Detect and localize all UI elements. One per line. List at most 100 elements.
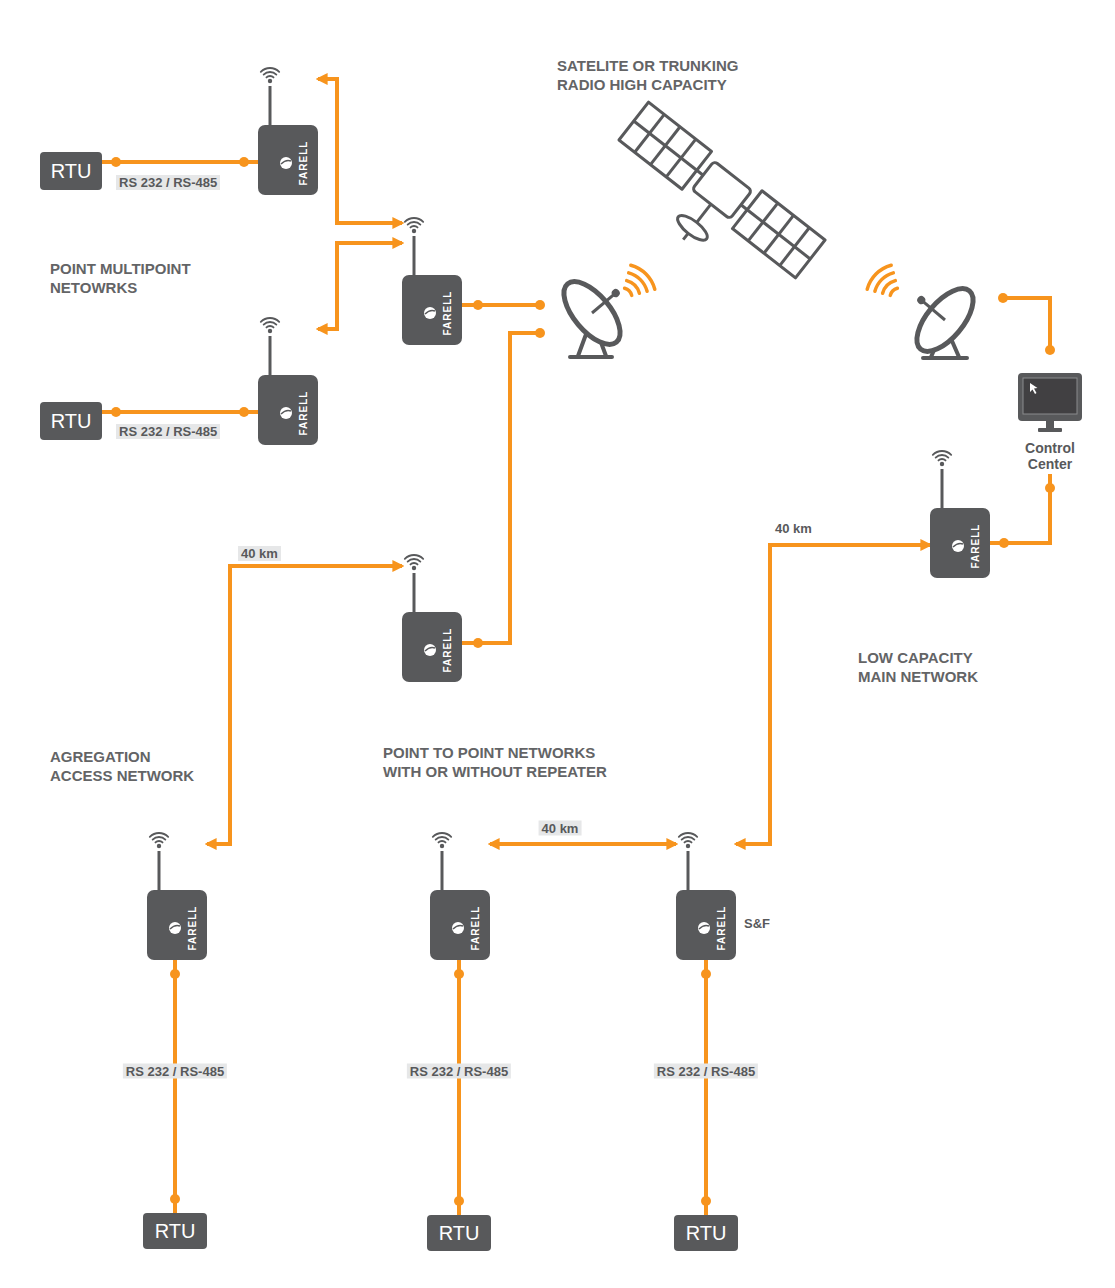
link-line xyxy=(704,960,708,1215)
brand-logo-swoosh xyxy=(425,647,435,651)
panel-heading: POINT TO POINT NETWORKS WITH OR WITHOUT … xyxy=(383,743,628,781)
panel-fill xyxy=(848,225,1115,635)
antenna xyxy=(413,236,416,277)
network-panel: LOW CAPACITY MAIN NETWORKControl CenterF… xyxy=(848,225,1115,635)
link-line xyxy=(318,243,402,329)
panel-fill xyxy=(370,810,800,1288)
radio-wave xyxy=(867,265,891,289)
radio-wave xyxy=(625,288,632,295)
wifi-arc xyxy=(264,72,277,75)
dish-feed-tip xyxy=(916,294,927,305)
connector-dot xyxy=(239,407,249,417)
dish-feed xyxy=(592,294,615,313)
link-label: 40 km xyxy=(539,821,582,836)
radio-body xyxy=(402,612,462,682)
connector-dot xyxy=(454,969,464,979)
satellite-body xyxy=(692,161,752,219)
rtu-box: RTU xyxy=(40,152,102,190)
radio-body xyxy=(676,890,736,960)
brand-logo-text: FARELL xyxy=(970,521,982,571)
link-label: 40 km xyxy=(238,546,281,561)
satellite-dish xyxy=(674,211,711,244)
brand-logo xyxy=(698,922,710,934)
brand-logo xyxy=(169,922,181,934)
connector-dot xyxy=(1045,483,1055,493)
link-line xyxy=(102,410,258,414)
link-line xyxy=(318,79,402,223)
wifi-arc xyxy=(933,451,951,455)
rtu-label: RTU xyxy=(155,1219,196,1243)
wifi-arc xyxy=(261,318,279,322)
monitor-screen xyxy=(1023,378,1077,414)
panel-heading: AGREGATION ACCESS NETWORK xyxy=(50,747,215,785)
brand-logo xyxy=(452,922,464,934)
wifi-dot xyxy=(940,462,944,466)
wire xyxy=(462,333,540,643)
wifi-arc xyxy=(936,455,949,458)
antenna xyxy=(269,86,272,127)
control-center: Control Center xyxy=(1010,370,1090,474)
link-line xyxy=(990,474,1050,543)
antenna xyxy=(441,851,444,892)
radio-body xyxy=(430,890,490,960)
wifi-dot xyxy=(412,566,416,570)
dish-feed xyxy=(922,301,945,320)
radio-modem: FARELL xyxy=(258,317,318,445)
radio-body xyxy=(402,275,462,345)
wire-dot xyxy=(535,300,545,310)
monitor-neck xyxy=(1046,421,1054,429)
antenna xyxy=(269,336,272,377)
radio-modem: FARELL xyxy=(258,67,318,195)
wifi-arc xyxy=(405,218,423,222)
brand-logo xyxy=(424,644,436,656)
panel-grid xyxy=(634,121,697,170)
network-panel: POINT MULTIPOINT NETOWRKS AGREGATION ACCE… xyxy=(0,0,360,1288)
wifi-arc xyxy=(405,555,423,559)
connector-dot xyxy=(999,538,1009,548)
link-label: 40 km xyxy=(772,521,815,536)
wire-dots xyxy=(473,293,1055,648)
radio-modem: FARELL xyxy=(402,217,462,345)
dish-bowl xyxy=(907,279,983,360)
dish-bowl xyxy=(554,272,630,353)
brand-logo xyxy=(424,307,436,319)
link-label: RS 232 / RS-485 xyxy=(116,424,220,439)
radio-modem: FARELLS&F xyxy=(676,832,736,960)
antenna xyxy=(687,851,690,892)
brand-logo-text: FARELL xyxy=(470,903,482,953)
connector-dot xyxy=(454,1196,464,1206)
radio-modem: FARELL xyxy=(147,832,207,960)
wifi-arc xyxy=(433,833,451,837)
dish-antenna xyxy=(554,261,655,357)
antenna xyxy=(941,469,944,510)
wifi-dot xyxy=(157,844,161,848)
satellite-feed xyxy=(683,233,688,239)
monitor-icon xyxy=(1010,370,1090,436)
wifi-arc xyxy=(682,837,695,840)
rtu-label: RTU xyxy=(439,1221,480,1245)
radio-wave xyxy=(631,265,655,289)
wifi-arc xyxy=(410,563,417,564)
wifi-arc xyxy=(153,837,166,840)
wire-dot xyxy=(473,638,483,648)
wire-dot xyxy=(473,300,483,310)
wifi-dot xyxy=(268,79,272,83)
connector-dot xyxy=(170,1194,180,1204)
rtu-label: RTU xyxy=(51,159,92,183)
radio-wave xyxy=(627,281,640,294)
dish-antenna xyxy=(867,265,983,360)
dish-feed-tip xyxy=(610,287,621,298)
connector-dot xyxy=(111,407,121,417)
brand-logo-swoosh xyxy=(699,925,709,929)
wifi-dot xyxy=(412,229,416,233)
wifi-arc xyxy=(408,559,421,562)
radio-body xyxy=(147,890,207,960)
brand-logo-swoosh xyxy=(453,925,463,929)
radio-modem: FARELL xyxy=(430,832,490,960)
connector-dot xyxy=(239,157,249,167)
wifi-arc xyxy=(266,326,273,327)
panel-heading: POINT MULTIPOINT NETOWRKS xyxy=(50,259,250,297)
wifi-dot xyxy=(268,329,272,333)
